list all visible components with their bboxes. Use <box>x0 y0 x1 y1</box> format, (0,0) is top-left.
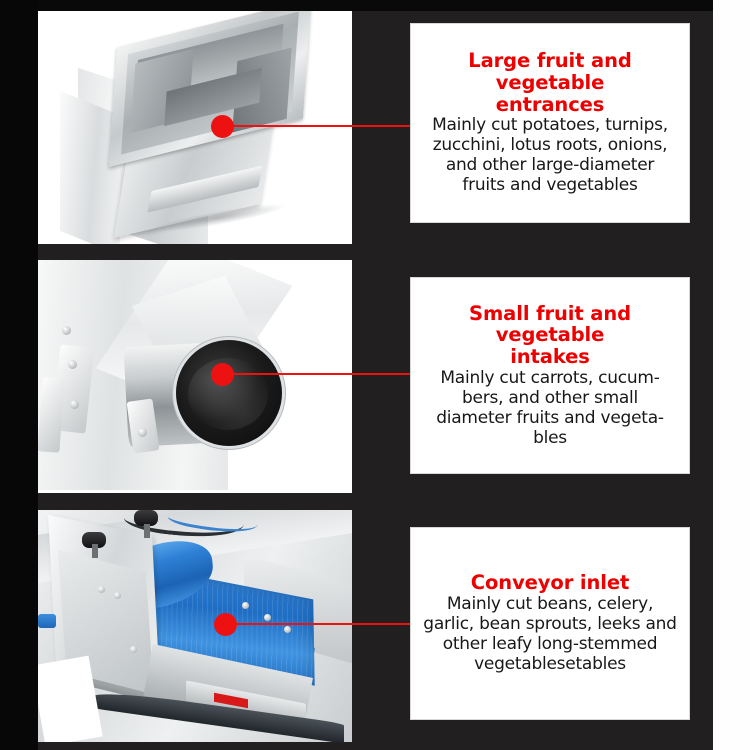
callout-body-large-entrance: Mainly cut potatoes, turnips, zucchini, … <box>432 115 668 196</box>
conveyor-screw <box>114 592 121 599</box>
product-photo-large-entrance <box>38 11 352 244</box>
adjust-knob-stem <box>144 524 150 538</box>
conveyor-screw <box>264 614 271 621</box>
tube-opening <box>176 340 282 446</box>
callout-dot-conveyor-inlet <box>214 613 237 636</box>
adjust-knob <box>82 532 106 548</box>
conveyor-illustration <box>38 510 352 742</box>
callout-dot-small-intake <box>211 363 234 386</box>
hopper-illustration <box>38 11 352 244</box>
adjust-knob <box>134 510 158 526</box>
tube-bolt <box>62 326 71 335</box>
right-background-band <box>713 0 750 750</box>
tube-bolt <box>138 428 147 437</box>
callout-dot-large-entrance <box>211 115 234 138</box>
callout-title-conveyor-inlet: Conveyor inlet <box>470 571 630 595</box>
left-background-band <box>0 0 38 750</box>
tube-bolt <box>68 360 77 369</box>
callout-line-large-entrance <box>222 125 414 127</box>
callout-card-small-intake: Small fruit and vegetable intakes Mainly… <box>410 277 690 474</box>
product-photo-small-intake <box>38 260 352 493</box>
callout-title-large-entrance: Large fruit and vegetable entrances <box>468 49 632 116</box>
conveyor-screw <box>242 602 249 609</box>
conveyor-screw <box>130 646 137 653</box>
adjust-knob-stem <box>92 544 98 558</box>
callout-line-small-intake <box>222 373 414 375</box>
top-background-band <box>0 0 713 11</box>
callout-card-large-entrance: Large fruit and vegetable entrances Main… <box>410 23 690 223</box>
conveyor-screw <box>284 626 291 633</box>
hopper-machine-side <box>60 90 120 244</box>
callout-card-conveyor-inlet: Conveyor inlet Mainly cut beans, celery,… <box>410 527 690 720</box>
conveyor-blue-fitting <box>38 614 56 628</box>
callout-body-small-intake: Mainly cut carrots, cucum- bers, and oth… <box>436 367 664 448</box>
callout-body-conveyor-inlet: Mainly cut beans, celery, garlic, bean s… <box>423 594 677 674</box>
tube-bolt <box>70 400 79 409</box>
product-photo-conveyor-inlet <box>38 510 352 742</box>
tube-illustration <box>38 260 352 493</box>
conveyor-screw <box>98 586 105 593</box>
callout-line-conveyor-inlet <box>225 623 414 625</box>
callout-title-small-intake: Small fruit and vegetable intakes <box>469 301 631 369</box>
